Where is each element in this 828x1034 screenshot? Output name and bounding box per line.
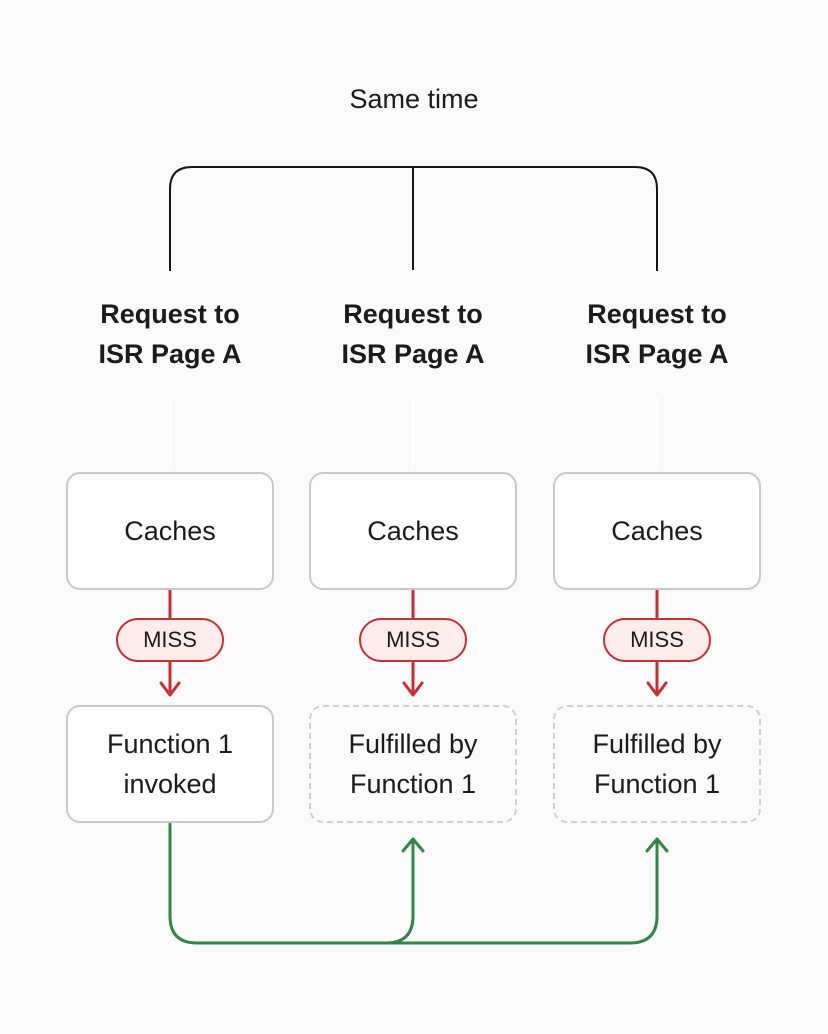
miss-badge-1: MISS [116,618,224,662]
fulfillment-arrowhead-3 [645,837,669,853]
fulfillment-connector-main [168,822,659,945]
result-box-1-line2: invoked [123,769,217,799]
request-label-1-line2: ISR Page A [98,339,242,369]
fulfillment-arrowhead-2 [401,837,425,853]
request-label-1: Request to ISR Page A [40,294,300,374]
request-label-3: Request to ISR Page A [527,294,787,374]
request-label-3-line2: ISR Page A [585,339,729,369]
diagram-title: Same time [349,84,479,114]
result-box-2-line1: Fulfilled by [348,729,478,759]
result-box-3-line1: Fulfilled by [592,729,722,759]
caches-box-1-label: Caches [124,516,216,546]
result-box-1-line1: Function 1 [106,729,234,759]
request-label-3-line1: Request to [587,299,727,329]
request-label-2-line1: Request to [343,299,483,329]
result-box-3: Fulfilled by Function 1 [553,705,761,823]
result-box-1: Function 1 invoked [66,705,274,823]
miss-badge-3-label: MISS [630,627,684,652]
result-box-3-line2: Function 1 [593,769,721,799]
miss-badge-2: MISS [359,618,467,662]
caches-box-2-label: Caches [367,516,459,546]
miss-badge-1-label: MISS [143,627,197,652]
caches-box-1: Caches [66,472,274,590]
request-label-1-line1: Request to [100,299,240,329]
request-label-2: Request to ISR Page A [283,294,543,374]
result-box-2-line2: Function 1 [349,769,477,799]
miss-badge-2-label: MISS [386,627,440,652]
caches-box-3: Caches [553,472,761,590]
fulfillment-connector-branch [384,839,415,945]
same-time-bracket [169,166,658,271]
caches-box-2: Caches [309,472,517,590]
miss-badge-3: MISS [603,618,711,662]
caches-box-3-label: Caches [611,516,703,546]
request-label-2-line2: ISR Page A [341,339,485,369]
result-box-2: Fulfilled by Function 1 [309,705,517,823]
